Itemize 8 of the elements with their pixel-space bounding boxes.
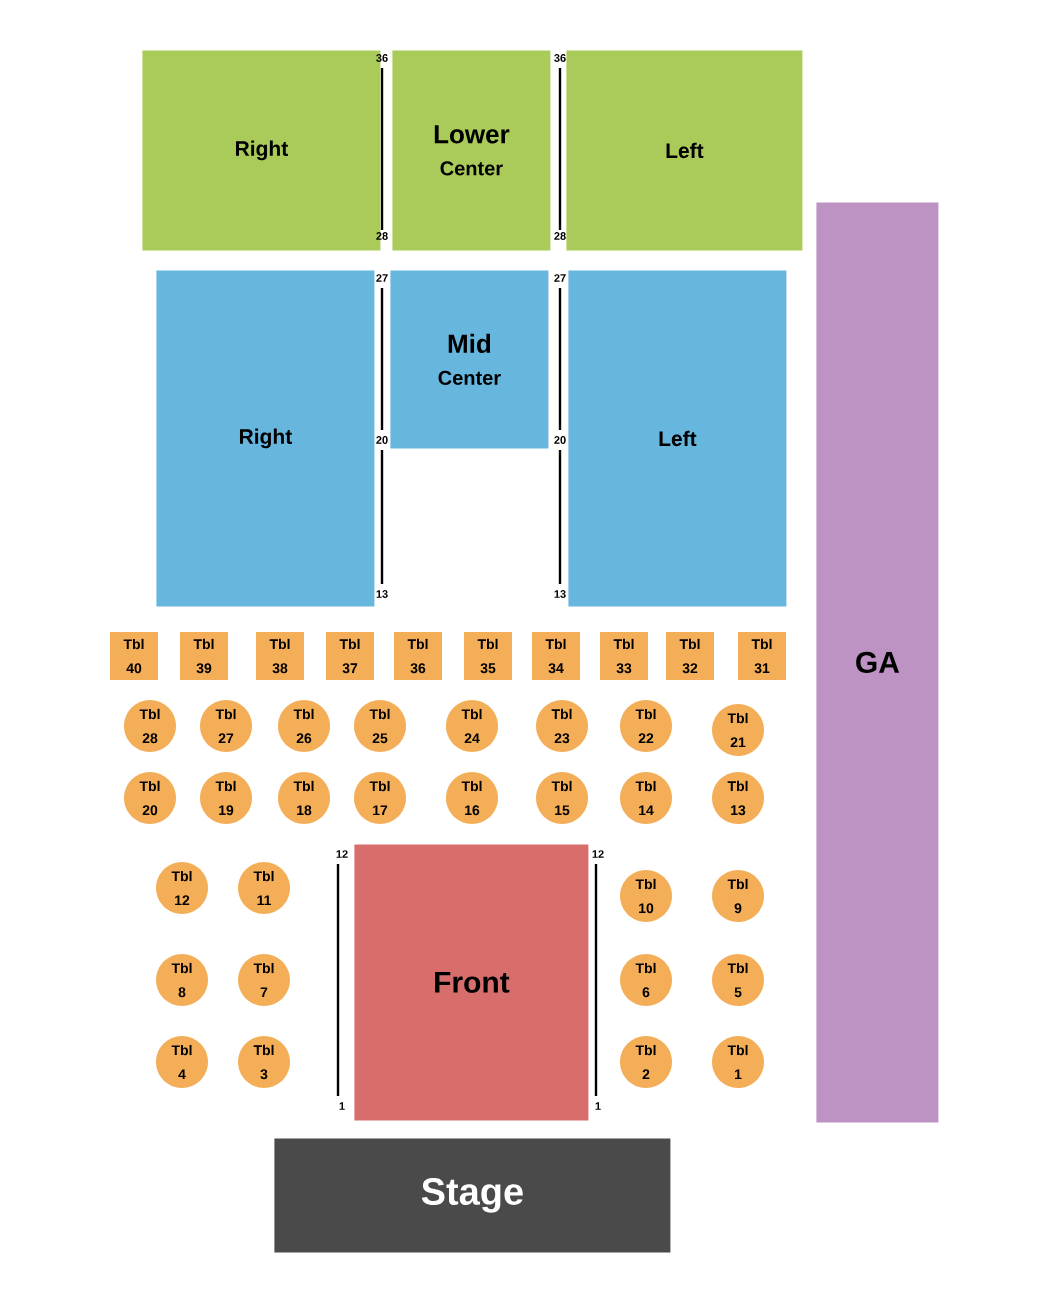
section-block: Front bbox=[354, 844, 589, 1121]
section-block: GA bbox=[816, 202, 939, 1123]
section-block: Right bbox=[156, 270, 375, 607]
section-block: Mid Center bbox=[390, 270, 549, 449]
section-block: Left bbox=[568, 270, 787, 607]
section-block: Left bbox=[566, 50, 803, 251]
section-block: Lower Center bbox=[392, 50, 551, 251]
stage-block: Stage bbox=[274, 1138, 671, 1253]
